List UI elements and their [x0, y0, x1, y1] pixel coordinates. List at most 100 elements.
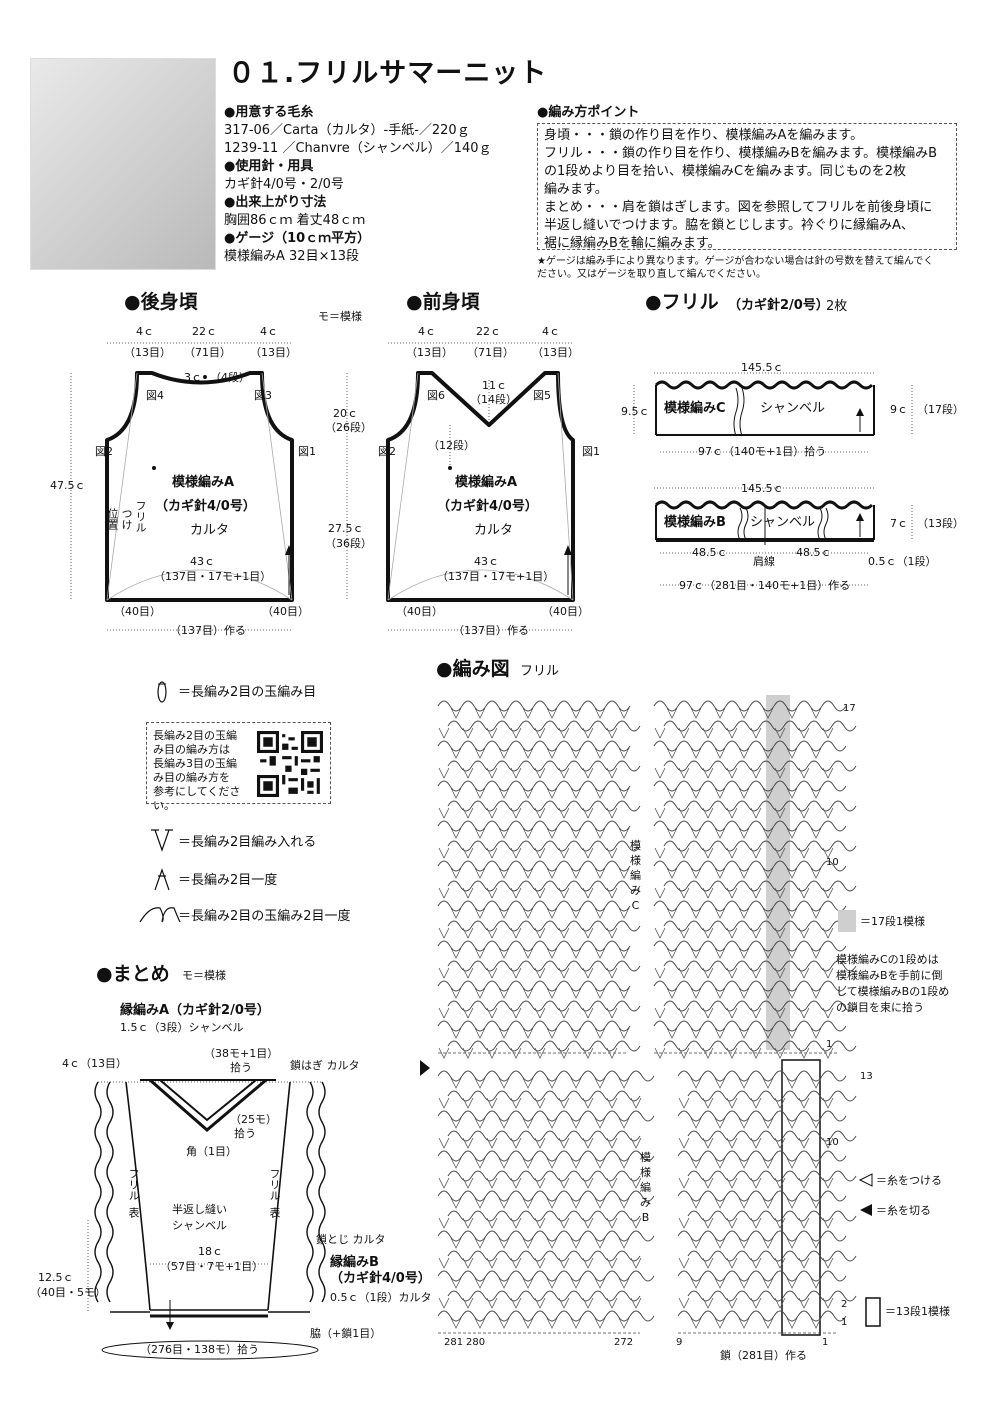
- stitch-v: [618, 987, 630, 999]
- stitch-v: [510, 967, 522, 979]
- stitch-chain: [533, 860, 559, 872]
- stitch-chain: [495, 840, 521, 852]
- stitch-v: [522, 747, 534, 759]
- stitch-chain: [749, 980, 775, 992]
- stitch-chain: [471, 960, 497, 972]
- stitch-chain: [591, 1130, 617, 1142]
- stitch-chain: [447, 1130, 473, 1142]
- stitch-chain: [437, 1190, 463, 1202]
- row-num-1c: 1: [826, 1039, 833, 1050]
- stitch-v: [462, 1297, 474, 1309]
- stitch-chain: [605, 900, 631, 912]
- stitch-v: [618, 747, 630, 759]
- stitch-chain: [461, 820, 487, 832]
- stitch-v: [606, 887, 618, 899]
- stitch-v: [558, 1007, 570, 1019]
- stitch-v: [570, 1237, 582, 1249]
- stitch-chain: [605, 980, 631, 992]
- frill-mid-width: 145.5ｃ: [741, 482, 784, 495]
- stitch-chain: [783, 880, 809, 892]
- stitch-chain: [677, 1070, 703, 1082]
- stitch-chain: [461, 740, 487, 752]
- stitch-chain: [773, 820, 799, 832]
- stitch-v: [558, 847, 570, 859]
- chart-note: 模様編みCの1段めは 模様編みBを手前に倒 して模様編みBの1段め の鎖目を束に…: [836, 952, 949, 1016]
- front-needle: （カギ針4/0号）: [437, 499, 538, 514]
- stitch-v: [702, 1097, 714, 1109]
- stitch-v: [786, 907, 798, 919]
- repeat17-label: ＝17段1模様: [860, 915, 925, 928]
- stitch-chain: [495, 720, 521, 732]
- stitch-chain: [519, 760, 545, 772]
- stitch-chain: [797, 940, 823, 952]
- stitch-chain: [591, 720, 617, 732]
- stitch-chain: [615, 720, 641, 732]
- stitch-chain: [725, 940, 751, 952]
- stitch-chain: [485, 860, 511, 872]
- stitch-v: [822, 767, 834, 779]
- stitch-chain: [557, 1110, 583, 1122]
- stitch-v: [546, 827, 558, 839]
- stitch-v: [558, 1297, 570, 1309]
- stitch-chain: [519, 1290, 545, 1302]
- front-vneck: 11ｃ: [482, 379, 507, 392]
- back-neck: 3ｃ: [184, 371, 202, 384]
- stitch-v: [606, 1177, 618, 1189]
- stitch-chain: [581, 940, 607, 952]
- stitch-v: [558, 727, 570, 739]
- stitch-v: [522, 1157, 534, 1169]
- stitch-v: [462, 887, 474, 899]
- stitch-v: [558, 1137, 570, 1149]
- matome-bottom: （276目・138モ）拾う: [140, 1343, 259, 1356]
- stitch-chain: [749, 860, 775, 872]
- stitch-v: [678, 887, 690, 899]
- stitch-v: [594, 787, 606, 799]
- stitch-v: [450, 987, 462, 999]
- stitch-chain: [485, 940, 511, 952]
- stitch-chain: [831, 1250, 857, 1262]
- stitch-chain: [759, 1170, 785, 1182]
- stitch-v: [594, 1277, 606, 1289]
- stitch-v: [798, 1297, 810, 1309]
- stitch-chain: [471, 800, 497, 812]
- stitch-v: [462, 1047, 474, 1059]
- qr-code-icon[interactable]: [257, 731, 323, 797]
- stitch-v: [810, 1077, 822, 1089]
- stitch-chain: [711, 1040, 737, 1052]
- stitch-v: [822, 1137, 834, 1149]
- stitch-chain: [447, 760, 473, 772]
- stitch-chain: [581, 1020, 607, 1032]
- stitch-chain: [461, 1270, 487, 1282]
- stitch-v: [606, 1047, 618, 1059]
- row-num-17: 17: [843, 703, 856, 714]
- stitch-chain: [725, 860, 751, 872]
- stitch-chain: [581, 1110, 607, 1122]
- stitch-v: [498, 1277, 510, 1289]
- stitch-v: [666, 747, 678, 759]
- stitch-v: [606, 1007, 618, 1019]
- stitch-chain: [735, 1250, 761, 1262]
- stitch-chain: [687, 1210, 713, 1222]
- stitch-v: [738, 787, 750, 799]
- stitch-chain: [759, 1040, 785, 1052]
- stitch-chain: [471, 1000, 497, 1012]
- stitch-chain: [725, 1270, 751, 1282]
- stitch-chain: [485, 780, 511, 792]
- stitch-chain: [797, 860, 823, 872]
- back-fig2: 図2: [95, 445, 113, 458]
- stitch-chain: [615, 1040, 641, 1052]
- stitch-chain: [749, 740, 775, 752]
- back-frill-pos-2: つけ: [120, 508, 133, 530]
- frill-c-height: 9ｃ: [890, 403, 908, 416]
- stitch-v: [822, 727, 834, 739]
- stitch-chain: [749, 900, 775, 912]
- stitch-v: [606, 847, 618, 859]
- stitch-chain: [557, 820, 583, 832]
- note-line: ださい。又はゲージを取り直して編んでください。: [537, 269, 766, 280]
- stitch-chain: [543, 920, 569, 932]
- back-width-count: （137目・17モ+1目）: [154, 570, 272, 583]
- stitch-chain: [735, 1090, 761, 1102]
- stitch-v: [582, 927, 594, 939]
- stitch-v: [534, 887, 546, 899]
- stitch-chain: [567, 800, 593, 812]
